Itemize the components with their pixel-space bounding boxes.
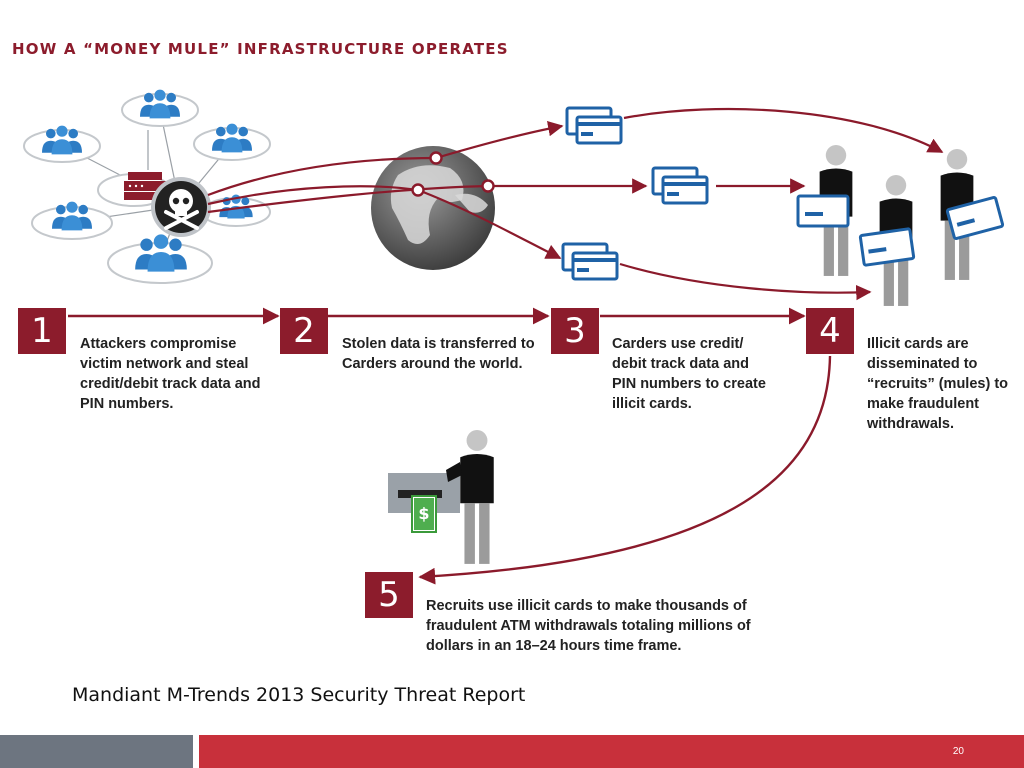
step-3-number: 3 xyxy=(551,308,599,354)
step-5-number: 5 xyxy=(365,572,413,618)
cards-icon xyxy=(565,106,623,145)
money-mule-diagram: $ xyxy=(23,89,1005,585)
victim-network xyxy=(23,89,271,284)
cards-icon xyxy=(561,242,619,281)
globe-icon xyxy=(371,146,495,270)
cards-icon xyxy=(651,166,709,205)
mule-person-icon xyxy=(940,149,1005,280)
step-2-number: 2 xyxy=(280,308,328,354)
step-1-number: 1 xyxy=(18,308,66,354)
page-number: 20 xyxy=(952,746,964,757)
step-4-number: 4 xyxy=(806,308,854,354)
transfer-node xyxy=(429,151,443,165)
step-3-text: Carders use credit/ debit track data and… xyxy=(612,336,766,412)
transfer-node xyxy=(411,183,425,197)
slide-title: HOW A “MONEY MULE” INFRASTRUCTURE OPERAT… xyxy=(12,40,509,58)
step-arrows xyxy=(68,307,832,585)
mule-person-icon xyxy=(858,175,916,306)
dollar-sign: $ xyxy=(418,504,429,523)
step-5-text: Recruits use illicit cards to make thous… xyxy=(426,598,751,654)
step-2-text: Stolen data is transferred to Carders ar… xyxy=(342,336,535,372)
step-1-text: Attackers compromise victim network and … xyxy=(80,336,261,412)
server-icon xyxy=(124,172,166,200)
data-flow-arrows xyxy=(207,107,944,301)
footer-bar-gray xyxy=(0,735,193,768)
atm-icon: $ xyxy=(388,473,460,533)
transfer-node xyxy=(481,179,495,193)
skull-crossbones-icon xyxy=(151,177,211,237)
step-4-text: Illicit cards are disseminated to “recru… xyxy=(867,336,1008,432)
mule-person-icon xyxy=(796,145,853,276)
footer-bar-red xyxy=(199,735,1024,768)
recruit-person-icon xyxy=(446,430,494,564)
source-caption: Mandiant M-Trends 2013 Security Threat R… xyxy=(72,684,526,706)
